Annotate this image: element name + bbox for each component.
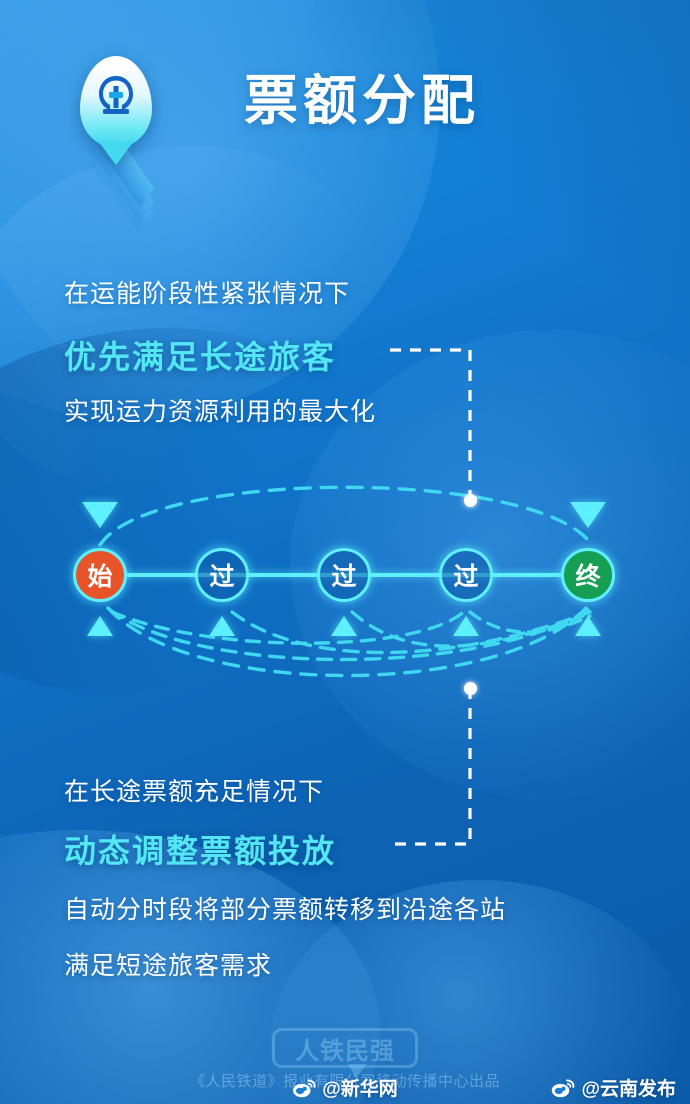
triangle-up-2 [209,616,235,636]
arc-start-to-end [98,485,594,547]
triangle-up-5 [575,616,601,636]
weibo-icon [552,1079,575,1097]
lower-line-4: 满足短途旅客需求 [64,952,273,980]
station-node-pass-1[interactable]: 过 [195,548,249,602]
logo-container [48,56,198,234]
page-title: 票额分配 [244,71,480,131]
triangle-up-3 [331,616,357,636]
attribution-text: 《人民铁道》报业有限公司移动传播中心出品 [189,1073,501,1090]
station-diagram: 始 过 过 过 终 [0,440,690,740]
triangle-down-end [570,502,606,528]
upper-line-1: 在运能阶段性紧张情况下 [64,280,351,308]
upper-line-2-accent: 优先满足长途旅客 [64,339,337,375]
upper-line-3: 实现运力资源利用的最大化 [64,398,377,426]
triangle-down-start [82,502,118,528]
header: 票额分配 [0,48,690,234]
junction-dot-upper [464,494,477,507]
station-node-pass-3[interactable]: 过 [439,548,493,602]
junction-dot-lower [464,682,477,695]
railway-location-pin-icon [80,56,152,148]
arc-lower-6 [468,610,592,634]
weibo-handle-center[interactable]: @新华网 [292,1074,398,1101]
arc-lower-5 [350,610,590,648]
lower-connector-path [392,688,472,846]
arc-lower-4 [230,610,592,655]
triangle-up-1 [87,616,113,636]
lower-line-3: 自动分时段将部分票额转移到沿途各站 [64,896,507,924]
arc-lower-3 [110,608,468,645]
weibo-icon [292,1079,316,1097]
diagram-arcs [98,485,594,678]
watermark-badge: 人铁民强 [272,1028,418,1078]
weibo-handle-right[interactable]: @云南发布 [551,1074,676,1101]
arc-lower-1 [106,606,588,678]
weibo-handle-center-label: @新华网 [322,1079,398,1100]
lower-line-2-accent: 动态调整票额投放 [64,833,337,869]
lower-line-1: 在长途票额充足情况下 [64,778,325,806]
station-node-end[interactable]: 终 [561,548,615,602]
station-node-start[interactable]: 始 [73,548,127,602]
weibo-handle-right-label: @云南发布 [581,1079,676,1100]
station-node-pass-2[interactable]: 过 [317,548,371,602]
upper-connector-path [390,348,472,500]
triangle-up-4 [453,616,479,636]
